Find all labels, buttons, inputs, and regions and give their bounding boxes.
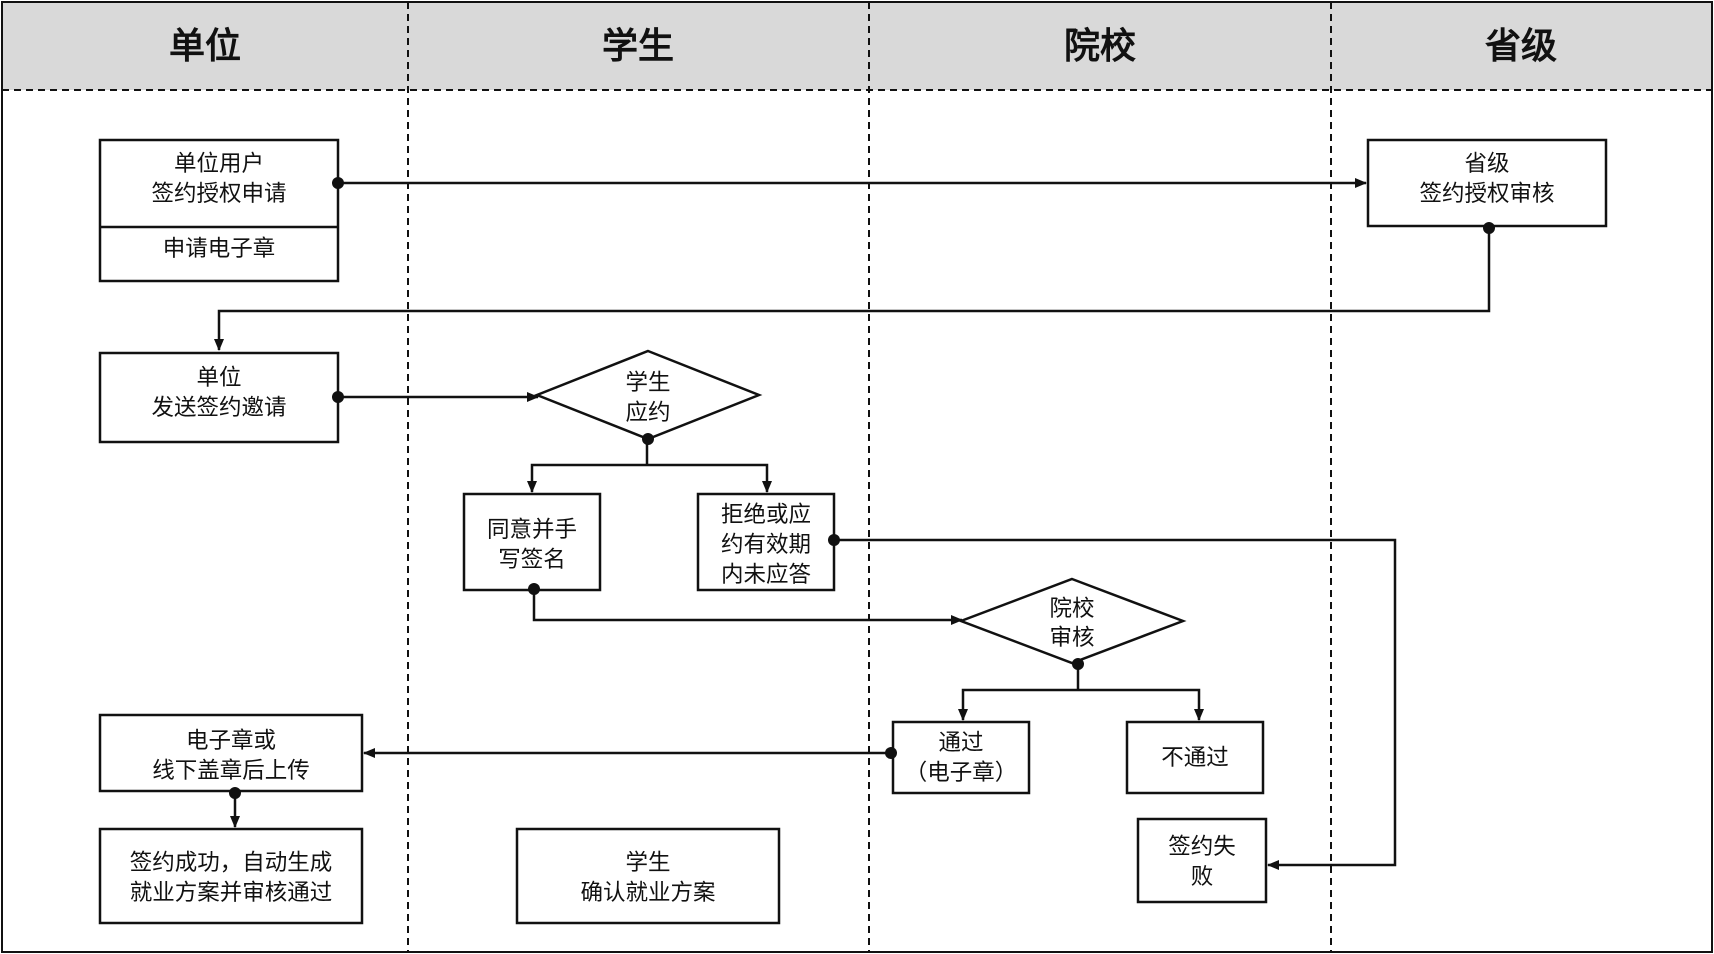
dot-upload-out: [229, 787, 241, 799]
edge-review-to-notpass: [1078, 688, 1204, 721]
node-agree-sign-line-2: 写签名: [498, 547, 566, 573]
node-student-response-decision: 学生 应约: [533, 349, 763, 441]
dot-auth-request-out: [332, 177, 344, 189]
node-agree-sign-line-1: 同意并手: [487, 517, 577, 543]
node-college-review-line-1: 院校: [1049, 596, 1094, 622]
node-sign-fail-line-1: 签约失: [1168, 834, 1236, 860]
node-sign-success-line-1: 签约成功，自动生成: [130, 850, 333, 876]
node-sign-success-line-2: 就业方案并审核通过: [130, 880, 333, 906]
lane-title-province: 省级: [1485, 26, 1557, 67]
lane-title-student: 学生: [602, 25, 674, 67]
node-not-pass: 不通过: [1125, 720, 1265, 795]
dot-province-out: [1483, 222, 1495, 234]
node-sign-success: 签约成功，自动生成 就业方案并审核通过: [98, 827, 364, 925]
node-pass-seal: 通过 （电子章）: [891, 720, 1031, 795]
edge-agree-to-review: [532, 589, 963, 625]
edge-response-to-reject: [647, 463, 772, 493]
node-student-confirm: 学生 确认就业方案: [515, 827, 781, 925]
node-pass-seal-line-1: 通过: [938, 730, 983, 756]
edge-reject-to-fail: [834, 538, 1397, 870]
node-agree-sign: 同意并手 写签名: [462, 492, 602, 592]
edge-review-to-pass: [958, 688, 1078, 721]
node-unit-auth-request-line-1: 单位用户: [174, 151, 264, 177]
node-seal-upload-line-2: 线下盖章后上传: [152, 758, 310, 784]
edge-response-to-agree: [527, 463, 647, 493]
node-reject-timeout-line-3: 内未应答: [721, 562, 811, 588]
node-student-confirm-line-2: 确认就业方案: [580, 880, 715, 906]
node-reject-timeout-line-2: 约有效期: [721, 532, 811, 558]
node-seal-upload-line-1: 电子章或: [186, 728, 276, 754]
dot-agree-out: [528, 583, 540, 595]
dot-response-out: [642, 433, 654, 445]
node-province-auth-review-line-1: 省级: [1464, 151, 1509, 177]
node-pass-seal-line-2: （电子章）: [905, 760, 1018, 786]
node-student-confirm-line-1: 学生: [625, 850, 670, 876]
header-band: [2, 2, 1712, 90]
node-college-review-line-2: 审核: [1049, 625, 1094, 651]
dot-reject-out: [828, 534, 840, 546]
node-student-response-line-2: 应约: [625, 400, 670, 426]
node-reject-timeout-line-1: 拒绝或应: [721, 502, 811, 528]
node-reject-timeout: 拒绝或应 约有效期 内未应答: [696, 492, 836, 592]
lane-title-college: 院校: [1064, 26, 1136, 67]
node-sign-fail: 签约失 败: [1136, 817, 1268, 904]
node-apply-seal-label: 申请电子章: [163, 236, 276, 262]
node-unit-send-invite: 单位 发送签约邀请: [98, 351, 340, 444]
node-unit-auth-request: 单位用户 签约授权申请 申请电子章: [98, 138, 340, 283]
node-unit-send-invite-line-1: 单位: [196, 365, 241, 391]
node-student-response-line-1: 学生: [625, 370, 670, 396]
node-unit-auth-request-line-2: 签约授权申请: [151, 181, 286, 207]
lane-title-unit: 单位: [169, 26, 241, 67]
node-unit-send-invite-line-2: 发送签约邀请: [151, 395, 286, 421]
node-seal-upload: 电子章或 线下盖章后上传: [98, 713, 364, 793]
edge-province-to-unit-invite: [214, 228, 1491, 351]
dot-review-out: [1072, 658, 1084, 670]
dot-invite-out: [332, 391, 344, 403]
node-province-auth-review-line-2: 签约授权审核: [1419, 181, 1554, 207]
node-college-review-decision: 院校 审核: [957, 577, 1187, 665]
dot-pass-out: [885, 747, 897, 759]
node-not-pass-label: 不通过: [1161, 745, 1229, 771]
node-province-auth-review: 省级 签约授权审核: [1366, 138, 1608, 228]
node-sign-fail-line-2: 败: [1191, 864, 1214, 890]
